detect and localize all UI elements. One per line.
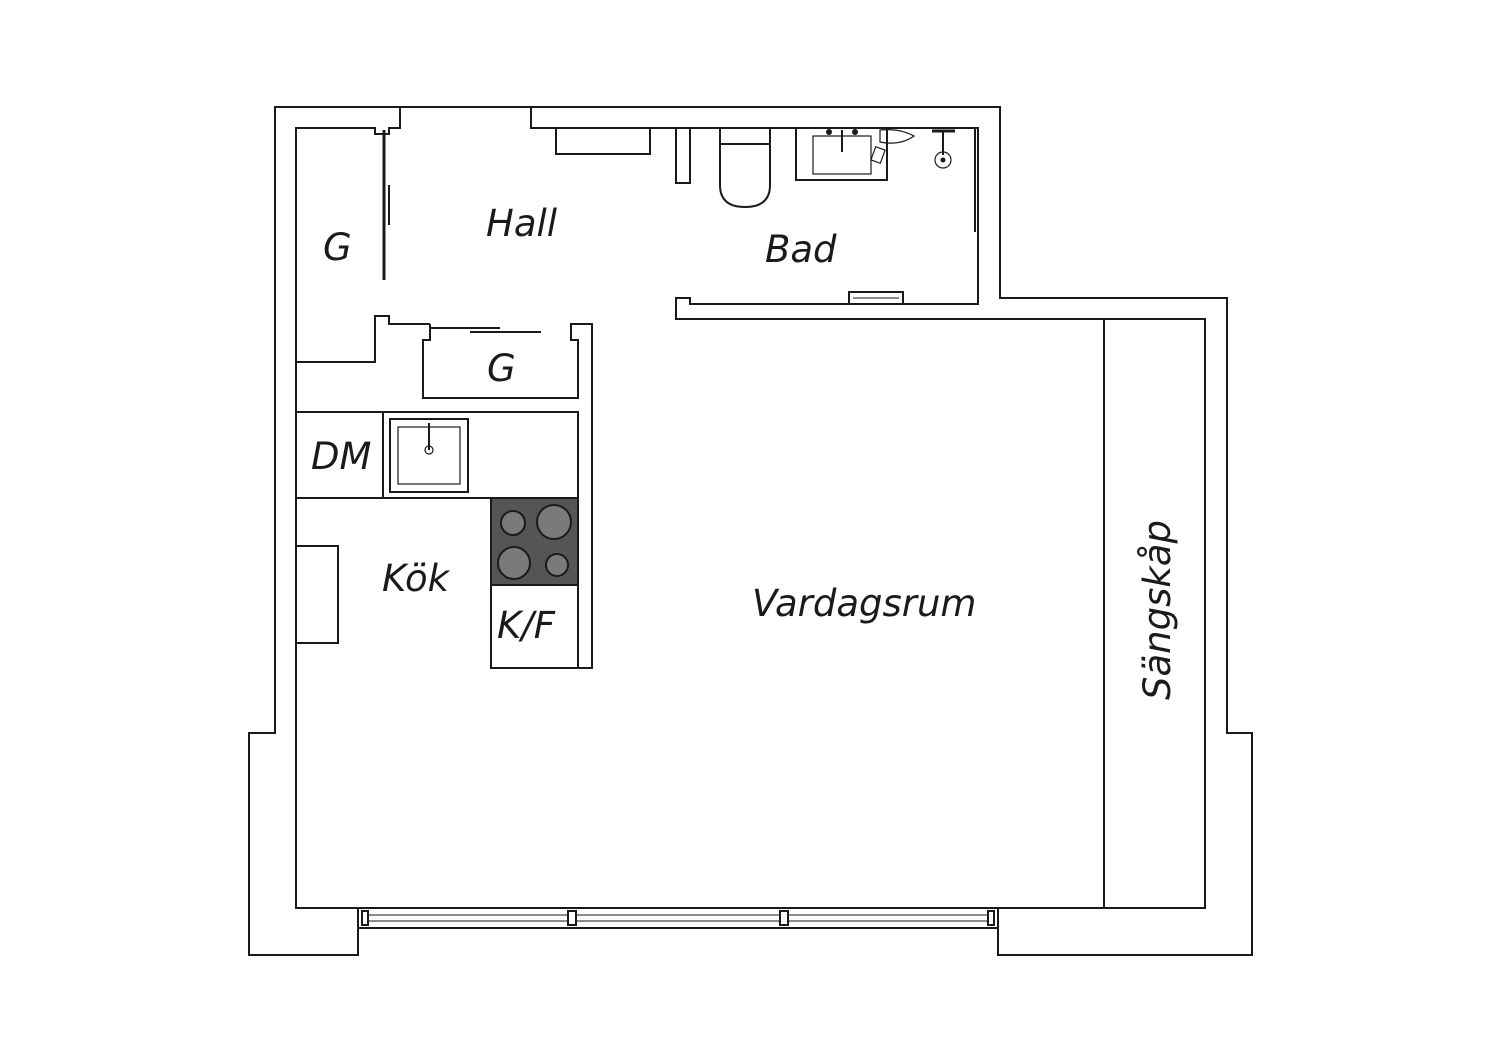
label-closet-1: G bbox=[323, 226, 352, 269]
kitchen-shelf bbox=[295, 545, 339, 644]
label-kitchen: Kök bbox=[382, 557, 451, 600]
window-mullion bbox=[361, 910, 369, 926]
toilet-tank bbox=[719, 127, 771, 145]
stove-burner bbox=[536, 504, 572, 540]
label-bad: Bad bbox=[765, 228, 837, 271]
stove-burner bbox=[497, 546, 531, 580]
bath-accessory bbox=[870, 145, 886, 165]
label-dishwasher: DM bbox=[311, 435, 371, 478]
label-hall: Hall bbox=[486, 202, 558, 245]
shower-drain-center bbox=[940, 157, 946, 163]
window-mullion bbox=[779, 910, 789, 926]
closet-1-wall bbox=[296, 315, 430, 363]
kitchen-drain bbox=[424, 445, 434, 455]
stove-burner bbox=[500, 510, 526, 536]
window-mullion bbox=[987, 910, 995, 926]
label-living-room: Vardagsrum bbox=[752, 582, 976, 625]
shower-drain bbox=[934, 151, 952, 169]
bath-faucet-knob bbox=[826, 129, 832, 135]
label-bed-cabinet: Sängskåp bbox=[1136, 520, 1179, 700]
closet-2-wall bbox=[422, 323, 593, 669]
label-fridge-freezer: K/F bbox=[497, 604, 556, 647]
toilet-bowl bbox=[719, 143, 771, 209]
outer-walls bbox=[248, 106, 1253, 956]
hall-shelf bbox=[555, 127, 651, 155]
window-frame bbox=[357, 907, 999, 929]
bath-faucet-knob bbox=[852, 129, 858, 135]
hall-bath-wall-pier bbox=[675, 127, 691, 184]
towel-hook bbox=[879, 129, 916, 144]
stove-burner bbox=[545, 553, 569, 577]
fridge-freezer bbox=[490, 584, 579, 669]
window-mullion bbox=[567, 910, 577, 926]
label-closet-2: G bbox=[487, 347, 516, 390]
